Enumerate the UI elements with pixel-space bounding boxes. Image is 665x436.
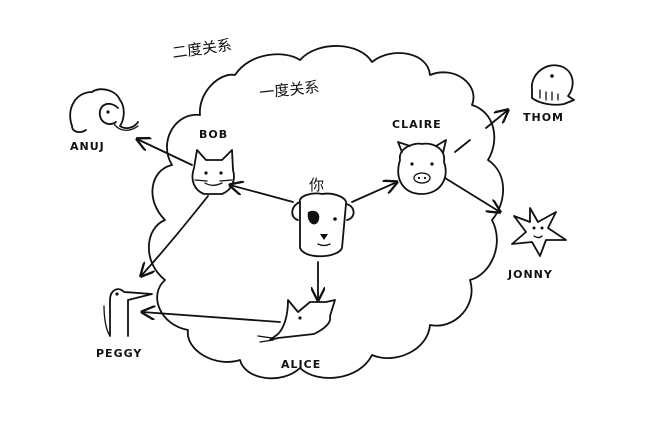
label-bob: BOB xyxy=(199,128,228,141)
bird-icon xyxy=(109,288,153,337)
cat-icon xyxy=(191,149,235,195)
label-thom: THOM xyxy=(523,111,564,124)
node-bob: BOB xyxy=(191,128,235,195)
node-claire: CLAIRE xyxy=(392,118,447,195)
node-peggy: PEGGY xyxy=(96,288,153,360)
node-jonny: JONNY xyxy=(507,207,567,281)
first-degree-boundary xyxy=(147,45,504,380)
starfish-icon xyxy=(511,207,567,257)
label-claire: CLAIRE xyxy=(392,118,442,131)
edge-bob-peggy xyxy=(141,195,209,276)
edge-you-claire xyxy=(351,182,397,203)
edge-alice-peggy xyxy=(142,312,281,323)
node-alice: ALICE xyxy=(257,299,336,371)
edge-you-bob xyxy=(230,185,294,203)
label-you: 你 xyxy=(309,176,324,194)
outer-region-label: 二度关系 xyxy=(171,36,233,62)
fish-icon xyxy=(531,64,575,106)
inner-region-label: 一度关系 xyxy=(259,78,321,102)
edge-claire-thom-tip xyxy=(485,110,508,129)
elephant-icon xyxy=(69,88,139,129)
node-you: 你 xyxy=(291,176,355,258)
edge-claire-thom xyxy=(454,139,471,153)
edge-bob-anuj xyxy=(137,139,193,166)
pig-icon xyxy=(397,142,447,195)
label-anuj: ANUJ xyxy=(70,140,105,153)
dog-icon xyxy=(299,192,347,258)
label-peggy: PEGGY xyxy=(96,347,142,360)
edge-claire-jonny xyxy=(444,177,500,212)
label-jonny: JONNY xyxy=(507,268,553,281)
node-thom: THOM xyxy=(523,64,575,124)
rat-icon xyxy=(269,299,336,341)
node-anuj: ANUJ xyxy=(69,88,139,153)
label-alice: ALICE xyxy=(281,358,321,371)
edges xyxy=(137,110,508,323)
